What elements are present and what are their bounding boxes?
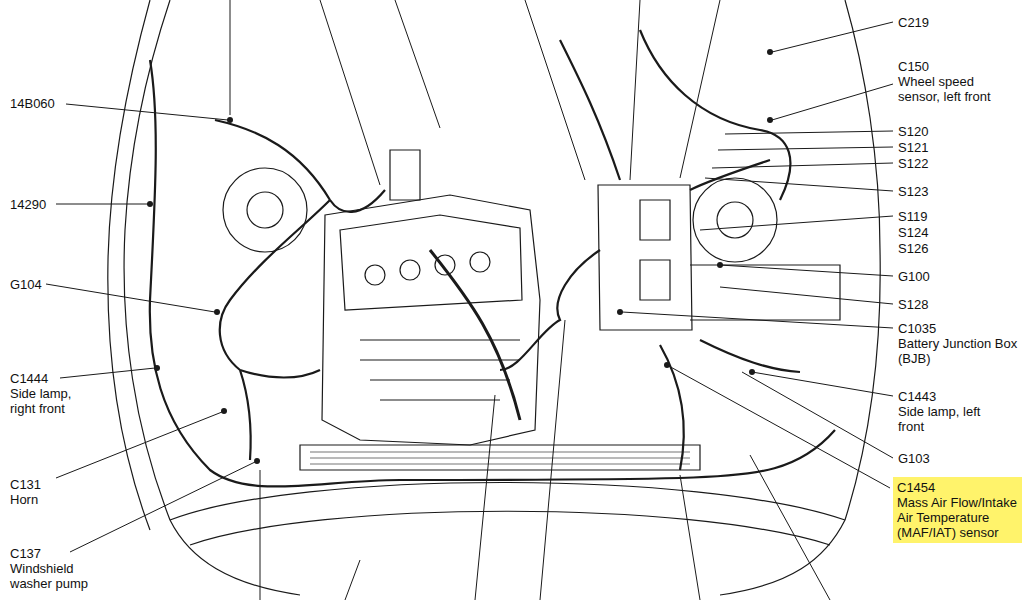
bumper-beam — [170, 483, 845, 521]
callout-number: S128 — [898, 297, 928, 312]
callout-number: S126 — [898, 241, 928, 256]
radiator-fins — [310, 452, 690, 464]
cylinder-head — [340, 215, 522, 310]
part-name: Side lamp, right front — [10, 386, 71, 416]
strut-tower — [247, 192, 283, 228]
part-name: Mass Air Flow/Intake Air Temperature (MA… — [897, 495, 1018, 540]
part-name: Side lamp, left front — [898, 404, 980, 434]
label-holder: S124 — [898, 225, 1018, 240]
label-holder: Horn — [10, 492, 130, 507]
part-name: Battery Junction Box (BJB) — [898, 336, 1017, 366]
coil — [400, 260, 420, 280]
engine-block — [322, 195, 540, 445]
label-holder: Side lamp, left front — [898, 404, 988, 434]
filler-neck — [390, 150, 420, 200]
callout-number: C150 — [898, 59, 929, 74]
label-holder: Side lamp, right front — [10, 386, 100, 416]
callout-number: S119 — [898, 209, 927, 224]
callout-number: C1444 — [10, 371, 48, 386]
part-name: Windshield washer pump — [10, 561, 88, 591]
highlight-box: C1454Mass Air Flow/Intake Air Temperatur… — [893, 477, 1022, 543]
label-holder: C150 — [898, 59, 1018, 74]
fender-outline — [108, 0, 150, 530]
callout-number: C137 — [10, 546, 41, 561]
intake-duct — [430, 250, 520, 420]
callout-number: S121 — [898, 140, 928, 155]
junction-box — [598, 185, 692, 330]
label-holder: 14B060 — [10, 96, 130, 111]
label-holder: C137 — [10, 546, 130, 561]
label-holder: 14290 — [10, 197, 130, 212]
callout-number: C1035 — [898, 321, 936, 336]
label-holder: Windshield washer pump — [10, 561, 100, 591]
connector-dot — [147, 49, 773, 464]
callout-number: C1443 — [898, 389, 936, 404]
label-holder: S126 — [898, 241, 1018, 256]
label-holder: S121 — [898, 140, 1018, 155]
label-holder: C1444 — [10, 371, 130, 386]
label-holder: C219 — [898, 15, 1018, 30]
strut-tower — [693, 178, 777, 262]
label-holder: S123 — [898, 184, 1018, 199]
label-holder: C131 — [10, 477, 130, 492]
callout-number: S124 — [898, 225, 928, 240]
fender-outline — [720, 0, 880, 595]
callout-number: S123 — [898, 184, 928, 199]
part-name: Wheel speed sensor, left front — [898, 74, 991, 104]
callout-number: S122 — [898, 156, 928, 171]
callout-number: G104 — [10, 277, 42, 292]
coil — [470, 252, 490, 272]
radiator — [300, 445, 700, 470]
battery-tray — [690, 265, 840, 320]
label-holder: C1443 — [898, 389, 1018, 404]
strut-tower — [717, 202, 753, 238]
label-holder: Battery Junction Box (BJB) — [898, 336, 1018, 366]
label-holder: G104 — [10, 277, 130, 292]
strut-tower — [223, 168, 307, 252]
bumper-beam — [190, 511, 830, 545]
part-name: Horn — [10, 492, 38, 507]
callout-number: C1454 — [897, 480, 1018, 495]
coil — [365, 265, 385, 285]
label-holder: S120 — [898, 124, 1018, 139]
label-holder: G103 — [898, 451, 1018, 466]
callout-number: G100 — [898, 269, 930, 284]
callout-number: S120 — [898, 124, 928, 139]
label-holder: Wheel speed sensor, left front — [898, 74, 1018, 104]
label-holder: C1035 — [898, 321, 1018, 336]
label-holder: S128 — [898, 297, 1018, 312]
callout-number: G103 — [898, 451, 930, 466]
callout-number: 14290 — [10, 197, 46, 212]
leader-line — [46, 0, 893, 600]
callout-number: C219 — [898, 15, 929, 30]
fuse-block — [640, 200, 670, 300]
callout-number: 14B060 — [10, 96, 55, 111]
callout-number: C131 — [10, 477, 41, 492]
label-holder: S122 — [898, 156, 1018, 171]
label-holder: S119 — [898, 209, 1018, 224]
label-holder: G100 — [898, 269, 1018, 284]
